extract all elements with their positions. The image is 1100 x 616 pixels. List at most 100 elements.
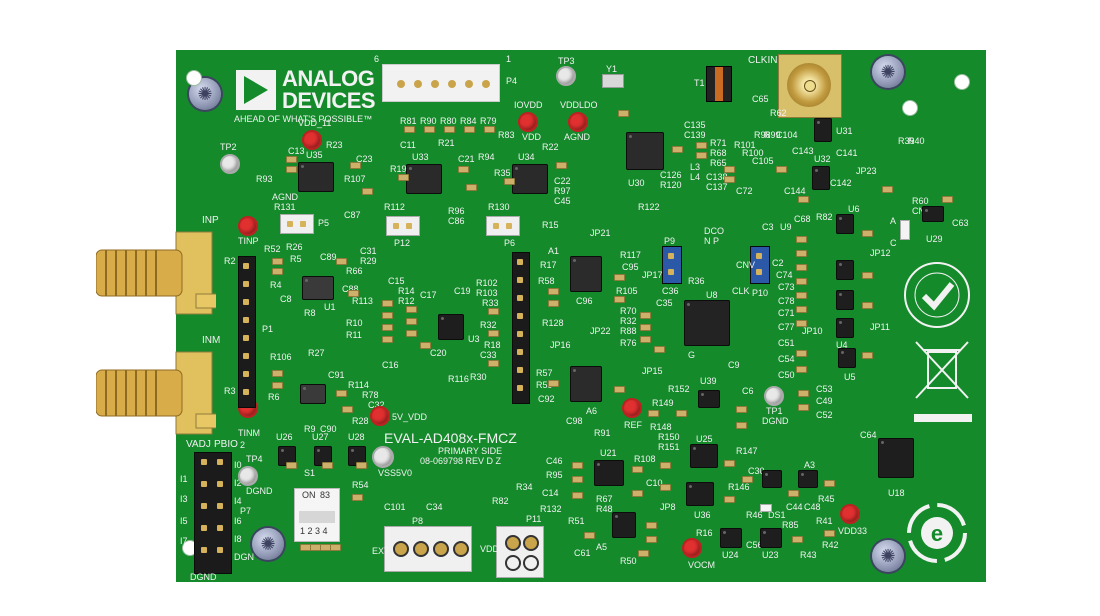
screw-top-right-icon	[872, 56, 904, 88]
clkin-sma-connector[interactable]	[778, 54, 842, 118]
iovdd-testpoint[interactable]	[518, 112, 538, 132]
u27-chip	[314, 446, 332, 466]
vocm-testpoint[interactable]	[682, 538, 702, 558]
u6-chip	[836, 214, 854, 234]
c13-label: C13	[288, 146, 305, 156]
r120-label: R120	[660, 180, 682, 190]
c143-label: C143	[792, 146, 814, 156]
vddldo-testpoint[interactable]	[568, 112, 588, 132]
c11-label: C11	[400, 140, 416, 150]
r42-label: R42	[822, 540, 839, 550]
inp-sma-connector[interactable]	[96, 228, 216, 318]
r29-label: R29	[360, 256, 377, 266]
inm-label: INM	[202, 335, 221, 346]
tp2-testpoint[interactable]	[220, 154, 240, 174]
r90-label: R90	[420, 116, 437, 126]
c44-label: C44	[786, 502, 803, 512]
5v-vdd-testpoint[interactable]	[370, 406, 390, 426]
vocm-label: VOCM	[688, 560, 715, 570]
tp4-label: TP4	[246, 454, 263, 464]
p4-pin-left: 6	[374, 54, 380, 64]
u32-label: U32	[814, 154, 831, 164]
u24-label: U24	[722, 550, 739, 560]
p10-jumper[interactable]	[750, 246, 770, 284]
r96-label: R96	[448, 206, 465, 216]
tp3-testpoint[interactable]	[556, 66, 576, 86]
u3-label: U3	[468, 334, 480, 344]
brand-line1: ANALOG	[282, 66, 375, 91]
r150-label: R150	[658, 432, 680, 442]
p6-jumper[interactable]	[486, 216, 520, 236]
c135-label: C135	[684, 120, 706, 130]
u31-label: U31	[836, 126, 853, 136]
r132-label: R132	[540, 504, 562, 514]
p8-terminal-block[interactable]	[384, 526, 472, 572]
u36-label: U36	[694, 510, 711, 520]
weee-bar	[914, 414, 972, 422]
r35-label: R35	[494, 168, 511, 178]
c17-label: C17	[420, 290, 437, 300]
agnd-label: AGND	[564, 132, 591, 142]
r10-label: R10	[346, 318, 363, 328]
jp22-label: JP22	[590, 326, 611, 336]
brand-tagline: AHEAD OF WHAT'S POSSIBLE™	[234, 114, 373, 124]
tp1-testpoint[interactable]	[764, 386, 784, 406]
c50-label: C50	[778, 370, 795, 380]
p12-jumper[interactable]	[386, 216, 420, 236]
c104-label: C104	[776, 130, 798, 140]
c14-label: C14	[542, 488, 559, 498]
s1-dip-switch[interactable]	[294, 488, 340, 542]
r82-label: R82	[816, 212, 833, 222]
jp16-label: JP16	[550, 340, 571, 350]
r34-label: R34	[516, 482, 533, 492]
l4-label: L4	[690, 172, 701, 182]
inm-sma-connector[interactable]	[96, 348, 216, 438]
c92-label: C92	[538, 394, 555, 404]
r8-label: R8	[304, 308, 316, 318]
analog-devices-logo: ANALOG DEVICES	[236, 66, 376, 114]
vdd-11-testpoint[interactable]	[302, 130, 322, 150]
dgnd-tp4-label: DGND	[246, 486, 273, 496]
c32-label: C32	[368, 400, 385, 410]
r40-label: R40	[908, 136, 925, 146]
u29-chip	[922, 206, 944, 222]
p5-jumper[interactable]	[280, 214, 314, 234]
p11-connector[interactable]	[496, 526, 544, 578]
c137-label: C137	[706, 182, 728, 192]
board-side: PRIMARY SIDE	[438, 446, 503, 456]
c36-label: C36	[662, 286, 679, 296]
tinp-testpoint[interactable]	[238, 216, 258, 236]
inp-label: INP	[202, 215, 219, 226]
ref-testpoint[interactable]	[622, 398, 642, 418]
r84-label: R84	[460, 116, 477, 126]
c6-label: C6	[742, 386, 754, 396]
vadj-label: VADJ	[186, 439, 211, 450]
r33-label: R33	[482, 298, 499, 308]
y1-label: Y1	[606, 64, 618, 74]
vss5v0-testpoint[interactable]	[372, 446, 394, 468]
r105-label: R105	[616, 286, 638, 296]
r80-label: R80	[440, 116, 457, 126]
r14-label: R14	[398, 286, 415, 296]
u39-label: U39	[700, 376, 717, 386]
u23-chip	[760, 528, 782, 548]
u36-chip	[686, 482, 714, 506]
u35-chip	[298, 162, 334, 192]
pbio-label: PBIO	[214, 439, 238, 450]
r22-label: R22	[542, 142, 559, 152]
c19-label: C19	[454, 286, 471, 296]
g-label: G	[688, 350, 696, 360]
jp10-label: JP10	[802, 326, 823, 336]
r60-label: R60	[912, 196, 929, 206]
p9-jumper[interactable]	[662, 246, 682, 284]
a5-label: A5	[596, 542, 608, 552]
r39-label: R39	[898, 136, 915, 146]
r76-label: R76	[620, 338, 637, 348]
c21-label: C21	[458, 154, 475, 164]
tp4-testpoint[interactable]	[238, 466, 258, 486]
vdd33-testpoint[interactable]	[840, 504, 860, 524]
c86-label: C86	[448, 216, 465, 226]
c52-label: C52	[816, 410, 833, 420]
u21-label: U21	[600, 448, 617, 458]
u1-label: U1	[324, 302, 336, 312]
